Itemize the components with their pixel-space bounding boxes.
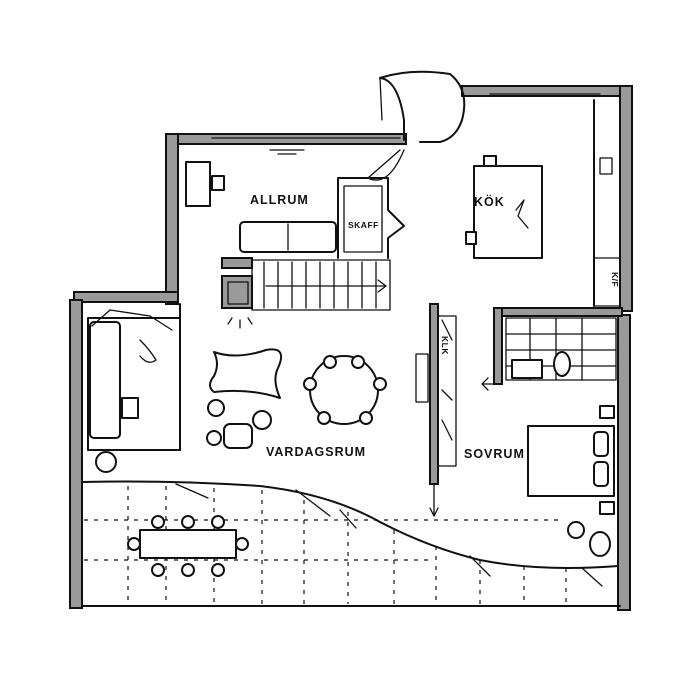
- window-top-right: [489, 85, 601, 95]
- bath-door-arrow: [481, 377, 501, 391]
- side-table: [252, 410, 272, 430]
- fireplace-glow: [227, 317, 253, 329]
- room-label-vardagsrum: VARDAGSRUM: [266, 445, 366, 459]
- bedroom-arrow: [429, 483, 439, 517]
- nightstand-2: [599, 501, 615, 515]
- cooktop-mark: [515, 199, 529, 229]
- wall-chimney: [221, 275, 253, 309]
- pillow-2: [593, 461, 609, 487]
- staircase: [251, 259, 391, 311]
- wall-right-lower: [617, 314, 631, 611]
- entry-bay: [379, 70, 466, 143]
- stair-arrow: [265, 279, 387, 293]
- wall-step: [73, 291, 179, 303]
- pouf: [207, 399, 225, 417]
- console: [415, 353, 429, 403]
- wall-bath-left: [493, 307, 503, 385]
- bedroom-pouf: [567, 521, 585, 539]
- stair-outline: [251, 259, 391, 311]
- entry-bay-inner: [379, 77, 383, 121]
- label-klk: KLK: [440, 336, 450, 355]
- wall-top-left: [165, 133, 407, 145]
- wardrobe: [437, 315, 457, 467]
- allrum-chair: [211, 175, 225, 191]
- toilet: [553, 351, 571, 377]
- kitchen-island: [473, 165, 543, 259]
- wall-right-upper: [619, 85, 633, 312]
- room-label-sovrum: SOVRUM: [464, 447, 525, 461]
- furniture: [87, 155, 615, 577]
- living-sofa: [89, 321, 121, 439]
- room-label-kok: KÖK: [474, 194, 505, 209]
- pillow-1: [593, 431, 609, 457]
- stool-2: [465, 231, 477, 245]
- pantry-walls: [337, 177, 405, 259]
- plant-1: [95, 451, 117, 473]
- wall-bath-top: [493, 307, 623, 317]
- armchair: [223, 423, 253, 449]
- room-labels: ALLRUM KÖK VARDAGSRUM SOVRUM SKAFF K/F K…: [250, 193, 620, 461]
- nightstand-1: [599, 405, 615, 419]
- wall-bedroom-partition: [429, 303, 439, 485]
- terrace-table: [139, 529, 237, 559]
- wall-left-lower: [69, 299, 83, 609]
- bathroom: [481, 317, 617, 391]
- facade-doors: [175, 483, 603, 587]
- wardrobe-hangers: [441, 319, 453, 441]
- label-kyl-frys: K/F: [610, 272, 620, 287]
- bathroom-tiles: [505, 317, 617, 381]
- kitchen-sink: [599, 157, 613, 175]
- bath-sink: [511, 359, 543, 379]
- skin-rug: [209, 348, 282, 399]
- pantry-inner: [343, 185, 383, 253]
- label-skafferi: SKAFF: [348, 220, 379, 230]
- entry-door-swing: [367, 149, 405, 181]
- deck-pattern: [84, 486, 567, 604]
- room-label-allrum: ALLRUM: [250, 193, 309, 207]
- stool-1: [483, 155, 497, 167]
- fridge-freezer: [593, 257, 621, 307]
- interior-lines: [81, 70, 621, 607]
- exterior-walls: [69, 85, 633, 611]
- allrum-desk: [185, 161, 211, 207]
- pouf-2: [206, 430, 222, 446]
- wall-lamp: [269, 149, 305, 155]
- sofa-cushion: [121, 397, 139, 419]
- wall-left-allrum: [165, 133, 179, 305]
- bedroom-chair: [589, 531, 611, 557]
- wall-stair-stub: [221, 257, 253, 269]
- plants-top: [91, 309, 173, 363]
- fireplace: [227, 281, 249, 305]
